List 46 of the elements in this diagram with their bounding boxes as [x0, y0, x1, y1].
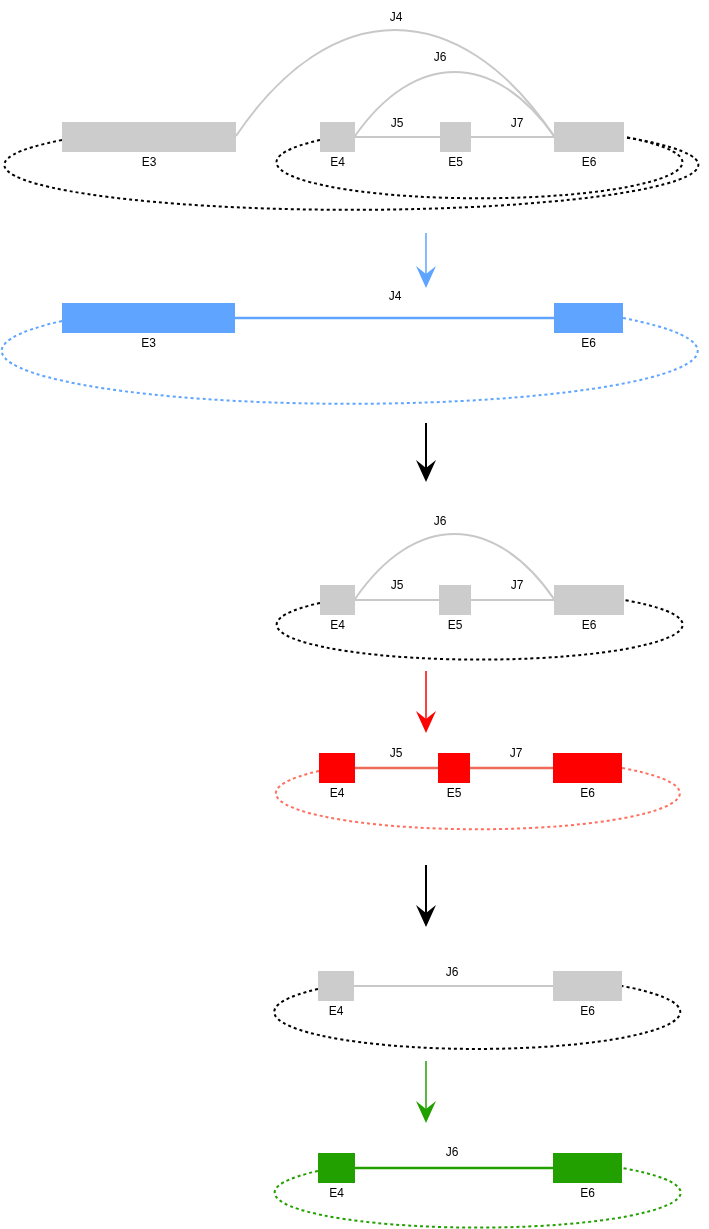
exon-label: E4 [329, 155, 346, 169]
edge-label: J6 [443, 965, 461, 979]
exon-label: E6 [579, 1186, 596, 1200]
junction-line [470, 599, 555, 601]
edge-label: J7 [507, 746, 525, 760]
edge-label: J5 [388, 116, 406, 130]
backsplice-loop [4, 136, 700, 211]
junction-line [470, 136, 555, 138]
exon-label: E3 [140, 336, 157, 350]
edge-label: J6 [443, 1145, 461, 1159]
exon-label: E5 [447, 155, 464, 169]
edge-label: J4 [386, 289, 404, 303]
exon-label: E4 [328, 1186, 345, 1200]
backsplice-loop [275, 599, 684, 661]
edge-label: J7 [508, 116, 526, 130]
backsplice-loop [273, 1167, 682, 1229]
junction-line [354, 71, 555, 137]
backsplice-loop [275, 767, 681, 831]
edge-label: J6 [431, 514, 449, 528]
edge-label: J4 [387, 10, 405, 24]
junction-line [355, 1166, 553, 1170]
exon-label: E6 [579, 1004, 596, 1018]
junction-line [354, 533, 555, 600]
exon-label: E4 [329, 618, 346, 632]
exon-label: E5 [446, 618, 464, 632]
junction-line [353, 985, 554, 987]
edge-label: J5 [388, 578, 406, 592]
junction-line [235, 316, 554, 320]
backsplice-loop [275, 136, 684, 200]
backsplice-loop [1, 317, 699, 405]
exon-label: E6 [580, 155, 598, 169]
junction-line [354, 599, 440, 601]
backsplice-loop [273, 985, 682, 1050]
junction-line [354, 136, 441, 138]
exon-label: E4 [328, 786, 346, 800]
edge-label: J7 [508, 578, 526, 592]
exon-label: E5 [445, 786, 463, 800]
edge-label: J6 [431, 50, 449, 64]
edge-label: J5 [387, 746, 405, 760]
junction-line [355, 766, 438, 770]
junction-line [470, 766, 553, 770]
exon-label: E3 [140, 155, 158, 169]
exon-label: E6 [580, 618, 598, 632]
exon-label: E6 [579, 786, 596, 800]
exon-label: E4 [327, 1004, 345, 1018]
exon-label: E6 [580, 336, 597, 350]
